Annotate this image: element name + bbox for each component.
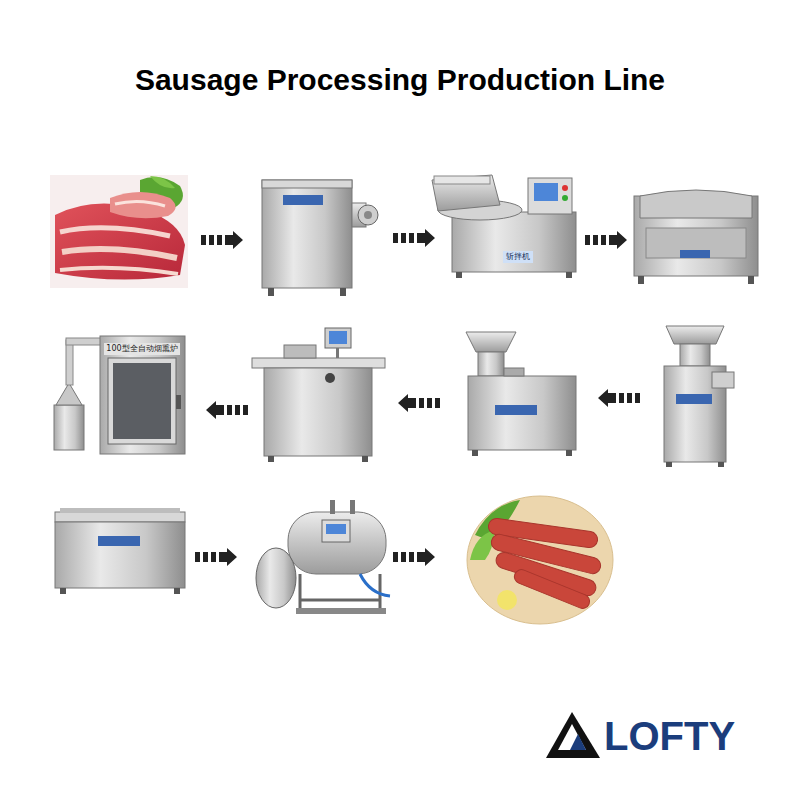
sausage-filler bbox=[466, 332, 576, 456]
diagram-title: Sausage Processing Production Line bbox=[0, 62, 800, 98]
meat-grinder bbox=[262, 180, 378, 296]
vacuum-mixer bbox=[634, 190, 758, 284]
machine-nameplate: 斩拌机 bbox=[503, 251, 533, 263]
raw-meat-photo bbox=[50, 175, 188, 288]
machine-nameplate: 100型全自动烟熏炉 bbox=[104, 343, 179, 355]
flow-arrow bbox=[393, 229, 435, 247]
vacuum-packer bbox=[55, 508, 185, 594]
flow-arrow bbox=[195, 548, 237, 566]
flow-arrow bbox=[585, 231, 627, 249]
flow-arrow bbox=[393, 548, 435, 566]
flow-arrow bbox=[206, 401, 248, 419]
flow-arrow bbox=[598, 389, 640, 407]
logo-icon bbox=[546, 712, 600, 758]
brand-logo: LOFTY bbox=[604, 712, 735, 760]
sausage-plate-photo bbox=[467, 496, 613, 624]
sterilizer-retort bbox=[256, 500, 390, 614]
flow-arrow bbox=[398, 394, 440, 412]
flow-arrow bbox=[201, 231, 243, 249]
vacuum-filler bbox=[664, 326, 734, 467]
sausage-linker bbox=[252, 328, 385, 462]
smokehouse bbox=[54, 336, 185, 454]
bowl-chopper bbox=[432, 175, 576, 278]
